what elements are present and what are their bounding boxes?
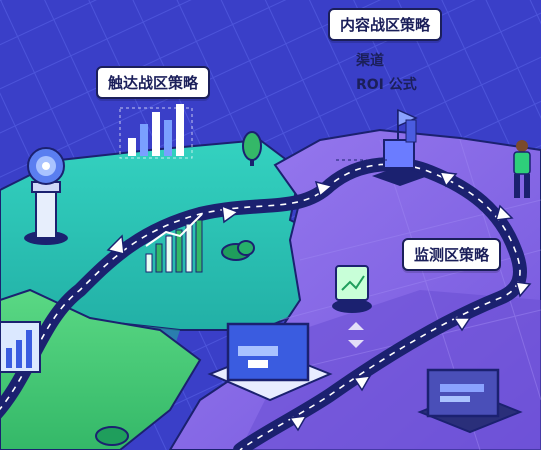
arrow-icon bbox=[288, 415, 308, 432]
monitor-icon bbox=[207, 322, 333, 402]
arrow-icon bbox=[314, 180, 334, 198]
flag-icon bbox=[372, 108, 428, 186]
channel-text: 渠道 bbox=[356, 53, 384, 69]
arrow-icon bbox=[106, 234, 125, 255]
bar-chart-icon bbox=[119, 104, 193, 159]
laptop-icon bbox=[417, 368, 523, 434]
arrow-icon bbox=[452, 317, 472, 332]
arrow-icon bbox=[221, 204, 240, 224]
roi-formula-text: ROI 公式 bbox=[356, 77, 417, 93]
arrow-icon bbox=[494, 204, 514, 221]
bush-icon bbox=[95, 426, 129, 446]
bar-chart-icon bbox=[145, 213, 203, 273]
arrow-icon bbox=[352, 375, 372, 392]
target-trophy-icon bbox=[24, 147, 68, 245]
tree-icon bbox=[242, 131, 262, 166]
bar-chart-icon bbox=[0, 321, 41, 373]
reach-zone-label: 触达战区策略 bbox=[96, 66, 211, 99]
arrow-icon bbox=[438, 171, 458, 188]
monitor-zone-label: 监测区策略 bbox=[402, 238, 502, 271]
arrow-icon bbox=[514, 281, 532, 298]
content-zone-label: 内容战区策略 bbox=[328, 8, 443, 41]
bush-icon bbox=[221, 240, 255, 261]
person-icon bbox=[513, 140, 531, 198]
tablet-icon bbox=[332, 265, 372, 348]
route-arrows bbox=[106, 171, 532, 432]
